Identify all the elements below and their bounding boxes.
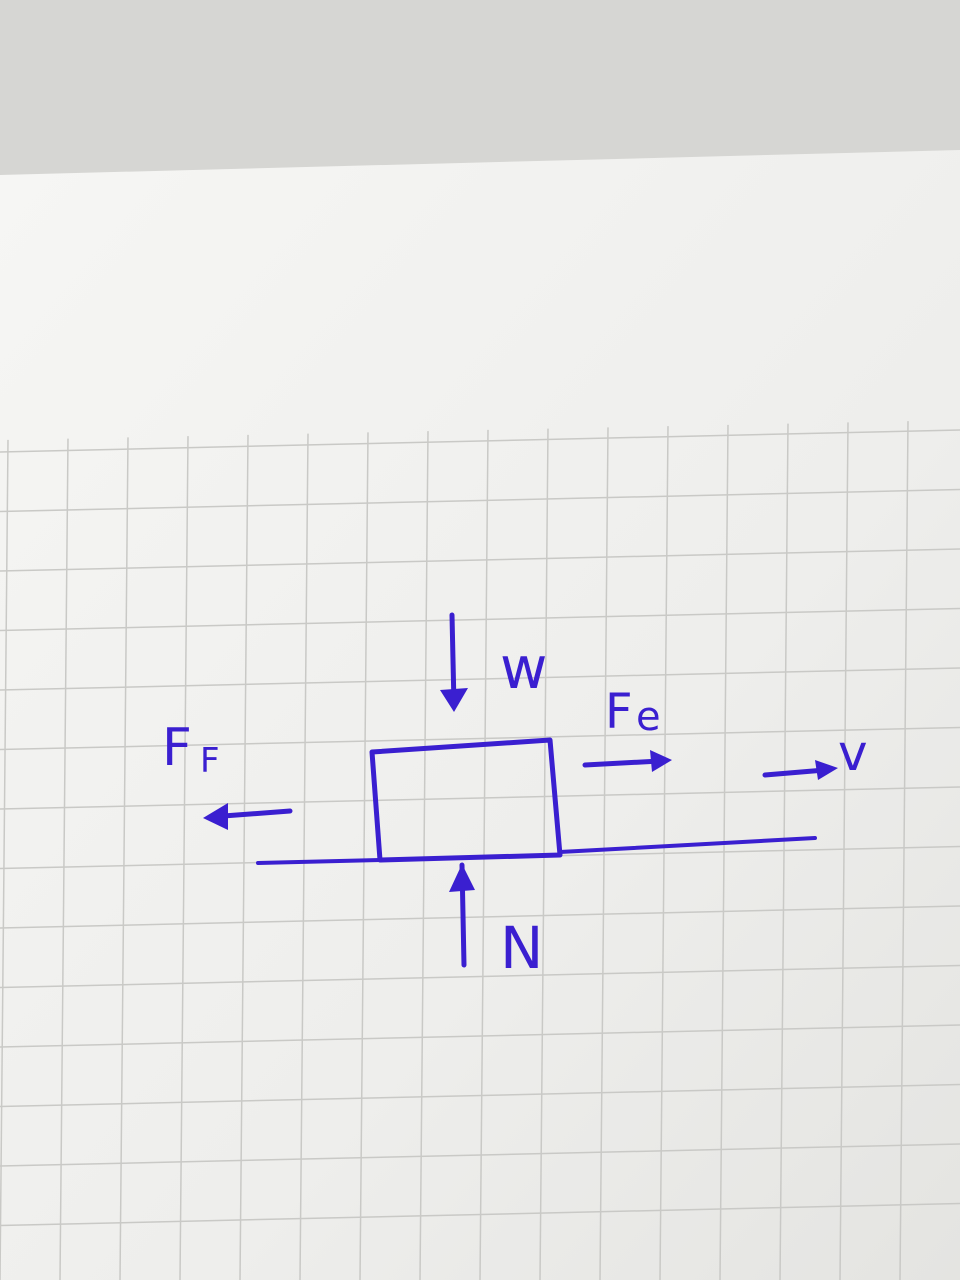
block <box>369 737 563 863</box>
grid-line-vertical <box>839 422 849 1280</box>
grid-line-horizontal <box>0 964 960 989</box>
grid-line-horizontal <box>0 667 960 691</box>
grid-line-horizontal <box>0 726 960 751</box>
graph-grid <box>0 421 960 1280</box>
svg-text:F: F <box>605 684 633 740</box>
grid-line-vertical <box>599 427 609 1280</box>
grid-line-horizontal <box>0 548 960 572</box>
grid-line-horizontal <box>0 488 960 513</box>
grid-line-vertical <box>59 438 69 1280</box>
applied-force-arrow <box>582 750 672 772</box>
grid-line-vertical <box>0 439 9 1280</box>
normal-label: N <box>500 914 543 982</box>
grid-line-horizontal <box>0 1024 960 1048</box>
friction-arrow <box>203 803 293 830</box>
grid-line-horizontal <box>0 429 960 453</box>
grid-line-horizontal <box>0 607 960 632</box>
svg-text:F: F <box>200 741 220 781</box>
grid-line-horizontal <box>0 786 960 810</box>
velocity-label: v <box>838 724 868 782</box>
normal-arrow <box>449 862 475 968</box>
grid-line-vertical <box>359 432 369 1280</box>
grid-line-vertical <box>419 431 429 1280</box>
svg-text:F: F <box>162 718 192 778</box>
grid-line-horizontal <box>0 1083 960 1108</box>
velocity-arrow <box>762 760 838 780</box>
grid-line-horizontal <box>0 1143 960 1167</box>
grid-line-vertical <box>239 434 249 1280</box>
grid-line-vertical <box>299 433 309 1280</box>
grid-line-horizontal <box>0 1202 960 1227</box>
svg-text:e: e <box>636 694 661 740</box>
weight-label: w <box>500 634 547 702</box>
applied-force-label: F e <box>605 684 661 740</box>
grid-line-vertical <box>179 436 189 1280</box>
grid-line-vertical <box>119 437 129 1280</box>
background-surface <box>0 0 960 175</box>
friction-label: F F <box>162 718 220 781</box>
ground-line <box>256 836 817 865</box>
weight-arrow <box>440 612 468 712</box>
grid-line-vertical <box>899 421 909 1280</box>
grid-line-horizontal <box>0 905 960 929</box>
paper-sheet <box>0 150 960 1280</box>
grid-line-vertical <box>779 423 789 1280</box>
